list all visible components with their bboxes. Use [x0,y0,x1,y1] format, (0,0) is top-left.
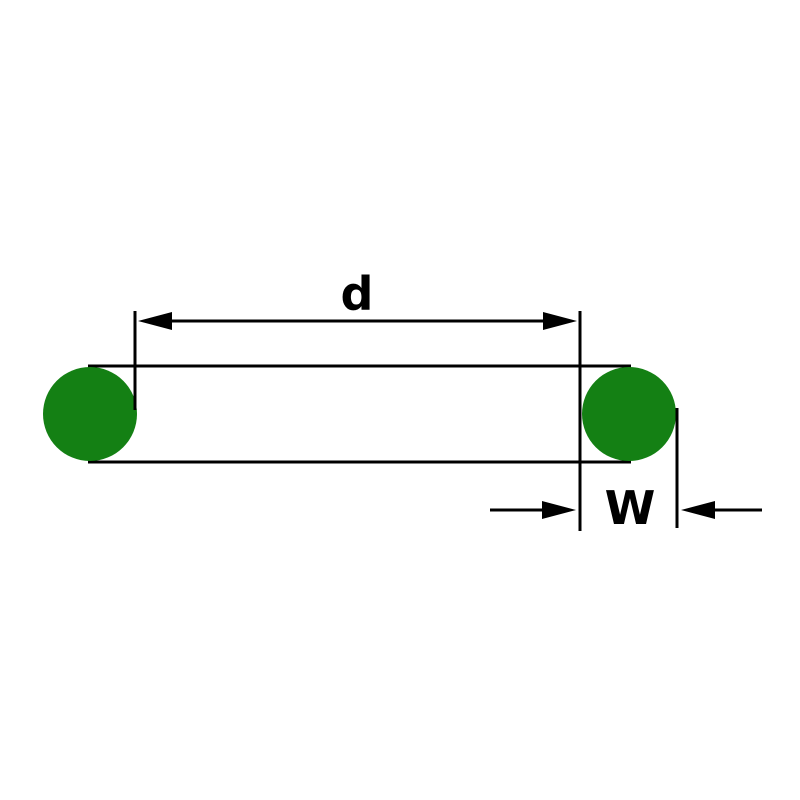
dim-w-label: W [605,481,656,535]
dim-w-arrowhead-left [542,501,576,519]
dim-d-arrowhead-left [138,312,172,330]
oring-cross-section-right [582,367,676,461]
oring-cross-section-left [43,367,137,461]
dim-d-arrowhead-right [543,312,577,330]
dim-d-label: d [341,267,374,321]
dim-w-arrowhead-right [681,501,715,519]
